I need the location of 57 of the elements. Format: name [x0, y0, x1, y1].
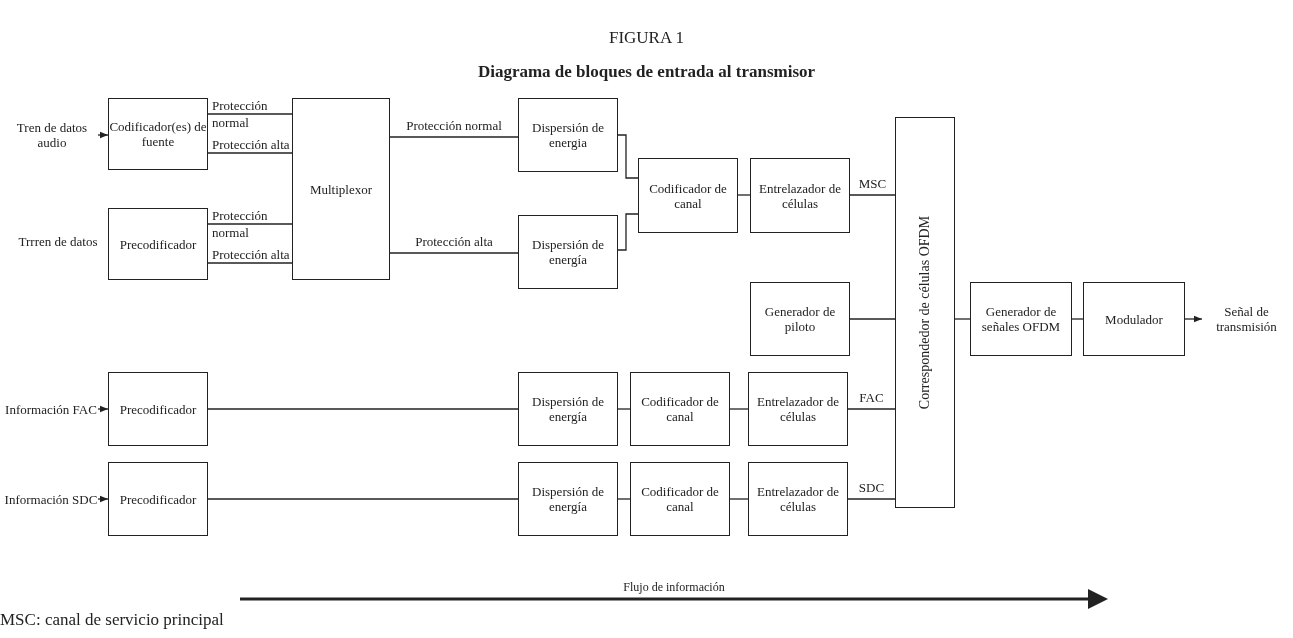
- process-box: Generador de señales OFDM: [970, 282, 1072, 356]
- figure-number: FIGURA 1: [607, 28, 686, 48]
- process-box: Dispersión de energía: [518, 372, 618, 446]
- connector-line: [954, 318, 971, 320]
- input-label: Información FAC: [4, 392, 98, 426]
- arrow: [97, 495, 109, 503]
- connector-line: [207, 408, 519, 410]
- connector-line: [207, 498, 519, 500]
- connector-line: [207, 262, 293, 264]
- process-box: Precodificador: [108, 208, 208, 280]
- process-box: Generador de piloto: [750, 282, 850, 356]
- input-label: Información SDC: [4, 482, 98, 516]
- process-box: Dispersión de energía: [518, 215, 618, 289]
- process-box: Codificador de canal: [630, 372, 730, 446]
- connector-line: [737, 194, 751, 196]
- process-box: Precodificador: [108, 372, 208, 446]
- edge-label: Protección alta: [211, 136, 291, 153]
- connector-line: [847, 408, 896, 410]
- edge-label: Protección normal: [211, 207, 269, 241]
- connector-line: [849, 194, 896, 196]
- arrow: [97, 405, 109, 413]
- flow-label: Flujo de información: [622, 580, 726, 595]
- connector-line: [207, 223, 293, 225]
- connector-line: [617, 213, 639, 251]
- input-label: Trrren de datos: [18, 224, 98, 258]
- process-box: Modulador: [1083, 282, 1185, 356]
- diagram-title: Diagrama de bloques de entrada al transmisor: [476, 62, 817, 82]
- process-box: Precodificador: [108, 462, 208, 536]
- process-box: Codificador de canal: [630, 462, 730, 536]
- arrow: [97, 131, 109, 139]
- connector-line: [617, 408, 631, 410]
- connector-line: [849, 318, 896, 320]
- connector-line: [729, 498, 749, 500]
- connector-line: [729, 408, 749, 410]
- arrow: [1184, 315, 1203, 323]
- connector-line: [389, 252, 519, 254]
- process-box: Codificador(es) de fuente: [108, 98, 208, 170]
- connector-line: [847, 498, 896, 500]
- process-box: Dispersión de energia: [518, 98, 618, 172]
- connector-line: [1071, 318, 1084, 320]
- connector-line: [207, 152, 293, 154]
- output-label: Señal de transmisión: [1202, 302, 1291, 336]
- process-box: Entrelazador de células: [748, 462, 848, 536]
- connector-line: [617, 134, 639, 179]
- process-box: Codificador de canal: [638, 158, 738, 233]
- process-box: Correspondedor de células OFDM: [895, 117, 955, 508]
- connector-line: [389, 136, 519, 138]
- process-box: Dispersión de energía: [518, 462, 618, 536]
- connector-line: [617, 498, 631, 500]
- input-label: Tren de datos audio: [6, 118, 98, 152]
- caption: MSC: canal de servicio principal: [0, 610, 224, 630]
- connector-line: [207, 113, 293, 115]
- process-box: Multiplexor: [292, 98, 390, 280]
- edge-label: Protección alta: [211, 246, 291, 263]
- process-box: Entrelazador de células: [750, 158, 850, 233]
- process-box: Entrelazador de células: [748, 372, 848, 446]
- edge-label: Protección normal: [211, 97, 269, 131]
